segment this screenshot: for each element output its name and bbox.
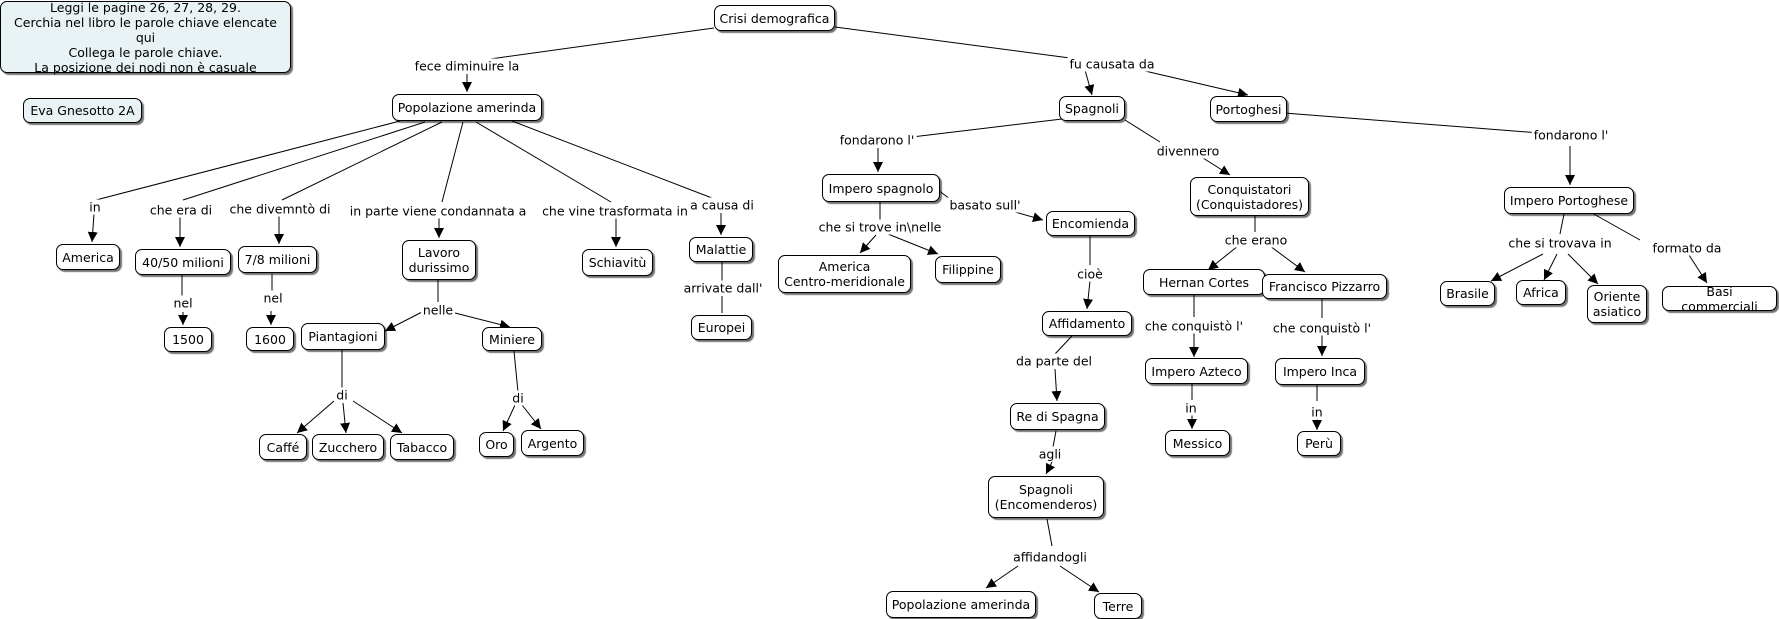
node-america-centro-meridionale[interactable]: America Centro-meridionale <box>778 255 911 293</box>
link-label: divennero <box>1154 143 1222 159</box>
node-filippine[interactable]: Filippine <box>935 256 1001 283</box>
link-label: a causa di <box>688 197 756 213</box>
node-oriente-asiatico[interactable]: Oriente asiatico <box>1587 285 1647 323</box>
node-popolazione-amerinda-2[interactable]: Popolazione amerinda <box>886 591 1036 618</box>
node-7-8-milioni[interactable]: 7/8 milioni <box>238 246 317 273</box>
node-impero-portoghese[interactable]: Impero Portoghese <box>1504 187 1634 214</box>
node-1600[interactable]: 1600 <box>246 327 294 351</box>
link-label: fondarono l' <box>837 132 917 148</box>
link-label: arrivate dall' <box>681 280 765 296</box>
link-label: che erano <box>1222 232 1290 248</box>
node-hernan-cortes[interactable]: Hernan Cortes <box>1143 269 1265 295</box>
node-impero-inca[interactable]: Impero Inca <box>1275 358 1365 385</box>
link-label: in <box>1309 404 1325 420</box>
node-basi-commerciali[interactable]: Basi commerciali <box>1662 284 1777 314</box>
link-label: che si trovava in <box>1506 235 1614 251</box>
node-miniere[interactable]: Miniere <box>482 327 542 351</box>
node-messico[interactable]: Messico <box>1165 430 1230 456</box>
node-encomienda[interactable]: Encomienda <box>1046 211 1135 236</box>
node-popolazione-amerinda[interactable]: Popolazione amerinda <box>392 94 542 121</box>
link-label: nelle <box>420 302 456 318</box>
node-europei[interactable]: Europei <box>691 315 752 340</box>
node-peru[interactable]: Perù <box>1297 431 1341 456</box>
node-spagnoli-encomenderos[interactable]: Spagnoli (Encomenderos) <box>988 476 1104 518</box>
link-label: formato da <box>1650 240 1724 256</box>
link-label: che vine trasformata in <box>540 203 690 219</box>
node-impero-spagnolo[interactable]: Impero spagnolo <box>822 174 940 202</box>
link-label: che divemntò di <box>227 201 333 217</box>
node-40-50-milioni[interactable]: 40/50 milioni <box>135 249 231 275</box>
node-caffe[interactable]: Caffé <box>259 434 307 460</box>
node-lavoro-durissimo[interactable]: Lavoro durissimo <box>402 240 476 280</box>
node-re-di-spagna[interactable]: Re di Spagna <box>1010 403 1105 430</box>
node-1500[interactable]: 1500 <box>164 327 212 352</box>
node-portoghesi[interactable]: Portoghesi <box>1210 96 1287 122</box>
link-label: agli <box>1036 446 1064 462</box>
node-crisi-demografica[interactable]: Crisi demografica <box>714 5 835 31</box>
node-tabacco[interactable]: Tabacco <box>390 434 454 460</box>
link-label: che conquistò l' <box>1142 318 1246 334</box>
node-malattie[interactable]: Malattie <box>689 237 753 262</box>
node-zucchero[interactable]: Zucchero <box>312 434 384 460</box>
node-francisco-pizzarro[interactable]: Francisco Pizzarro <box>1262 274 1387 299</box>
link-label: che era di <box>147 202 215 218</box>
node-impero-azteco[interactable]: Impero Azteco <box>1145 358 1248 384</box>
link-label: nel <box>261 290 285 306</box>
node-oro[interactable]: Oro <box>479 432 514 457</box>
node-brasile[interactable]: Brasile <box>1440 281 1495 306</box>
link-label: di <box>334 387 350 403</box>
node-conquistatori[interactable]: Conquistatori (Conquistadores) <box>1190 177 1309 216</box>
link-label: fece diminuire la <box>412 58 522 74</box>
node-america[interactable]: America <box>56 244 120 270</box>
link-label: da parte del <box>1014 353 1094 369</box>
link-label: fu causata da <box>1067 56 1157 72</box>
link-label: in <box>1183 400 1199 416</box>
instructions-note: Leggi le pagine 26, 27, 28, 29. Cerchia … <box>0 0 291 75</box>
link-label: di <box>510 390 526 406</box>
author-note: Eva Gnesotto 2A <box>23 98 142 123</box>
link-label: in <box>87 199 103 215</box>
node-africa[interactable]: Africa <box>1516 280 1566 305</box>
node-argento[interactable]: Argento <box>521 430 584 456</box>
link-label: che conquistò l' <box>1270 320 1374 336</box>
node-spagnoli[interactable]: Spagnoli <box>1059 96 1125 121</box>
link-label: cioè <box>1075 266 1105 282</box>
link-label: nel <box>171 295 195 311</box>
node-schiavitu[interactable]: Schiavitù <box>582 249 653 276</box>
link-label: basato sull' <box>947 197 1023 213</box>
link-label: affidandogli <box>1011 549 1089 565</box>
link-label: che si trove in\nelle <box>816 219 944 235</box>
node-terre[interactable]: Terre <box>1094 593 1142 619</box>
link-label: in parte viene condannata a <box>347 203 529 219</box>
node-piantagioni[interactable]: Piantagioni <box>301 323 385 350</box>
node-affidamento[interactable]: Affidamento <box>1042 311 1132 336</box>
link-label: fondarono l' <box>1531 127 1611 143</box>
